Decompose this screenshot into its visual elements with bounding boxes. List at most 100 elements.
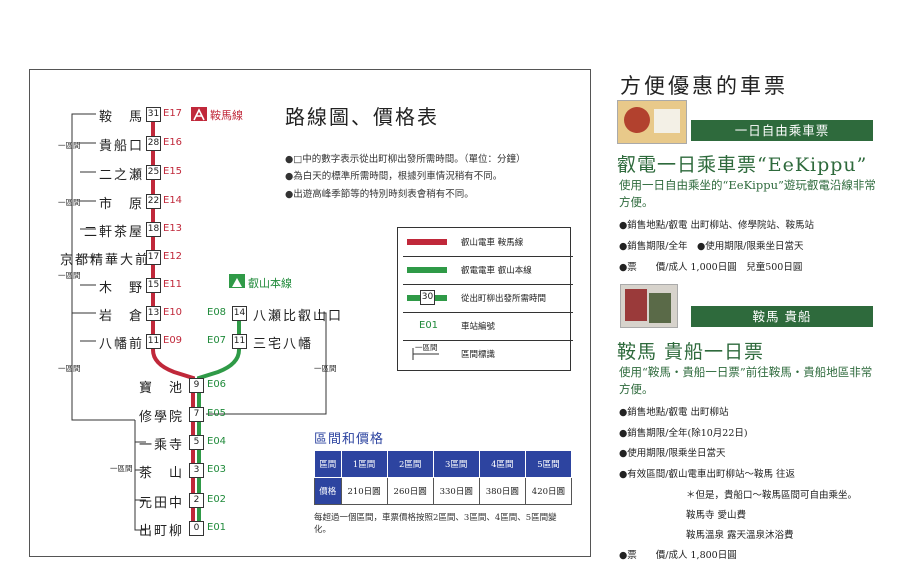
station-minutes-box: 25 bbox=[146, 165, 161, 180]
station-name: 貴船口 bbox=[98, 139, 144, 154]
legend-zone: 一區間 區間標識 bbox=[412, 343, 496, 360]
kurama-kibune-indented: 鞍馬寺 愛山費 bbox=[686, 510, 747, 521]
station-minutes-box: 18 bbox=[146, 222, 161, 237]
station-name: 三宅八幡 bbox=[253, 337, 314, 352]
map-note-3: ●出遊高峰季節等的特別時刻表會稍有不同。 bbox=[285, 189, 474, 200]
station-name: 鞍 馬 bbox=[98, 110, 144, 125]
kurama-kibune-line: ●使用期限/限乘坐日當天 bbox=[619, 448, 726, 459]
station-minutes-box: 3 bbox=[189, 463, 204, 478]
table-cell: 2區間 bbox=[386, 450, 434, 478]
station-name: 出町柳 bbox=[138, 524, 184, 539]
legend-code: E01 車站編號 bbox=[403, 312, 573, 341]
station-code: E02 bbox=[207, 494, 227, 505]
table-cell: 5區間 bbox=[524, 450, 573, 478]
eekippu-line: ●銷售期限/全年 ●使用期限/限乘坐日當天 bbox=[619, 241, 804, 252]
station-code: E15 bbox=[163, 166, 183, 177]
table-cell: 260日圓 bbox=[386, 477, 434, 505]
table-cell: 3區間 bbox=[432, 450, 480, 478]
station-minutes-box: 14 bbox=[232, 306, 247, 321]
table-cell: 1區間 bbox=[340, 450, 388, 478]
price-table-head: 區間 1區間 2區間 3區間 4區間 5區間 bbox=[314, 450, 573, 478]
zone-label: 一區間 bbox=[110, 464, 133, 473]
station-code: E03 bbox=[207, 464, 227, 475]
eizan-line-connector bbox=[197, 349, 241, 390]
legend-minutes: 30 從出町柳出發所需時間 bbox=[403, 284, 573, 313]
kurama-kibune-indented: ＊但是，貴船口～鞍馬區間可自由乘坐。 bbox=[686, 490, 858, 501]
kurama-kibune-price: ●票 價/成人 1,800日圓 bbox=[619, 550, 737, 561]
legend-minutes-box: 30 bbox=[420, 290, 435, 305]
station-minutes-box: 5 bbox=[189, 435, 204, 450]
station-name: 八瀬比叡山口 bbox=[253, 309, 344, 324]
eizan-line-icon bbox=[229, 274, 245, 288]
station-name: 二軒茶屋 bbox=[83, 225, 144, 240]
station-minutes-box: 22 bbox=[146, 194, 161, 209]
station-code: E17 bbox=[163, 108, 183, 119]
station-name: 岩 倉 bbox=[98, 309, 144, 324]
eizan-line-label: 叡山本線 bbox=[248, 277, 292, 290]
map-title: 路線圖、價格表 bbox=[285, 105, 439, 129]
eekippu-title: 叡電一日乘車票“EeKippu” bbox=[617, 154, 868, 176]
kurama-line-connector bbox=[151, 349, 195, 390]
station-name: 一乘寺 bbox=[138, 438, 184, 453]
station-code: E04 bbox=[207, 436, 227, 447]
kurama-kibune-line: ●銷售期限/全年(除10月22日) bbox=[619, 428, 748, 439]
station-minutes-box: 0 bbox=[189, 521, 204, 536]
station-code: E16 bbox=[163, 137, 183, 148]
table-cell: 區間 bbox=[314, 450, 342, 478]
kurama-kibune-title: 鞍馬 貴船一日票 bbox=[617, 341, 765, 363]
price-table: 區間 1區間 2區間 3區間 4區間 5區間 價格 210日圓 260日圓 33… bbox=[314, 450, 573, 505]
eekippu-desc: 使用一日自由乘坐的“EeKippu”遊玩叡電沿線非常方便。 bbox=[619, 178, 876, 209]
station-minutes-box: 28 bbox=[146, 136, 161, 151]
price-title: 區間和價格 bbox=[314, 432, 385, 447]
kurama-kibune-indented: 鞍馬溫泉 露天溫泉沐浴費 bbox=[686, 530, 794, 541]
zone-label: 一區間 bbox=[58, 271, 81, 280]
station-code: E12 bbox=[163, 251, 183, 262]
eekippu-ticket-image bbox=[617, 100, 687, 144]
station-minutes-box: 11 bbox=[232, 334, 247, 349]
station-code: E01 bbox=[207, 522, 227, 533]
station-code: E07 bbox=[207, 335, 227, 346]
station-minutes-box: 13 bbox=[146, 306, 161, 321]
table-cell: 210日圓 bbox=[340, 477, 388, 505]
kurama-kibune-desc: 使用“鞍馬・貴船一日票”前往鞍馬・貴船地區非常方便。 bbox=[619, 365, 873, 396]
table-cell: 330日圓 bbox=[432, 477, 480, 505]
station-name: 八幡前 bbox=[98, 337, 144, 352]
kurama-kibune-line: ●銷售地點/叡電 出町柳站 bbox=[619, 407, 729, 418]
station-name: 京都精華大前 bbox=[60, 253, 151, 268]
station-minutes-box: 7 bbox=[189, 407, 204, 422]
table-cell: 4區間 bbox=[478, 450, 526, 478]
legend-eizan: 叡電電車 叡山本線 bbox=[403, 256, 573, 285]
station-code: E11 bbox=[163, 279, 183, 290]
price-note: 每超過一個區間，車票價格按照2區間、3區間、4區間、5區間變化。 bbox=[314, 513, 557, 535]
station-minutes-box: 2 bbox=[189, 493, 204, 508]
station-name: 市 原 bbox=[98, 197, 144, 212]
station-minutes-box: 17 bbox=[146, 250, 161, 265]
kurama-line-label: 鞍馬線 bbox=[210, 109, 243, 122]
station-code: E09 bbox=[163, 335, 183, 346]
kurama-line-icon bbox=[191, 107, 207, 121]
eekippu-line: ●票 價/成人 1,000日圓 兒童500日圓 bbox=[619, 262, 803, 273]
kurama-kibune-ticket-image bbox=[620, 284, 678, 328]
station-name: 木 野 bbox=[98, 281, 144, 296]
table-cell: 價格 bbox=[314, 477, 342, 505]
table-cell: 420日圓 bbox=[524, 477, 573, 505]
station-name: 寶 池 bbox=[138, 381, 184, 396]
map-note-2: ●為白天的標準所需時間，根據列車情況稍有不同。 bbox=[285, 171, 503, 182]
map-note-1: ●□中的數字表示從出町柳出發所需時間。（單位：分鐘） bbox=[285, 154, 526, 165]
kurama-kibune-line: ●有效區間/叡山電車出町柳站～鞍馬 往返 bbox=[619, 469, 796, 480]
station-minutes-box: 31 bbox=[146, 107, 161, 122]
station-code: E14 bbox=[163, 195, 183, 206]
price-table-row: 價格 210日圓 260日圓 330日圓 380日圓 420日圓 bbox=[314, 477, 573, 505]
banner-kurama-kibune: 鞍馬 貴船 bbox=[691, 306, 873, 327]
station-minutes-box: 11 bbox=[146, 334, 161, 349]
station-name: 二之瀬 bbox=[98, 168, 144, 183]
route-map-frame bbox=[29, 69, 591, 557]
station-minutes-box: 9 bbox=[189, 378, 204, 393]
station-code: E05 bbox=[207, 408, 227, 419]
station-minutes-box: 15 bbox=[146, 278, 161, 293]
legend-red-swatch bbox=[407, 239, 447, 245]
station-code: E08 bbox=[207, 307, 227, 318]
banner-one-day-pass: 一日自由乘車票 bbox=[691, 120, 873, 141]
legend-green-swatch bbox=[407, 267, 447, 273]
legend-kurama: 叡山電車 鞍馬線 bbox=[403, 228, 573, 257]
